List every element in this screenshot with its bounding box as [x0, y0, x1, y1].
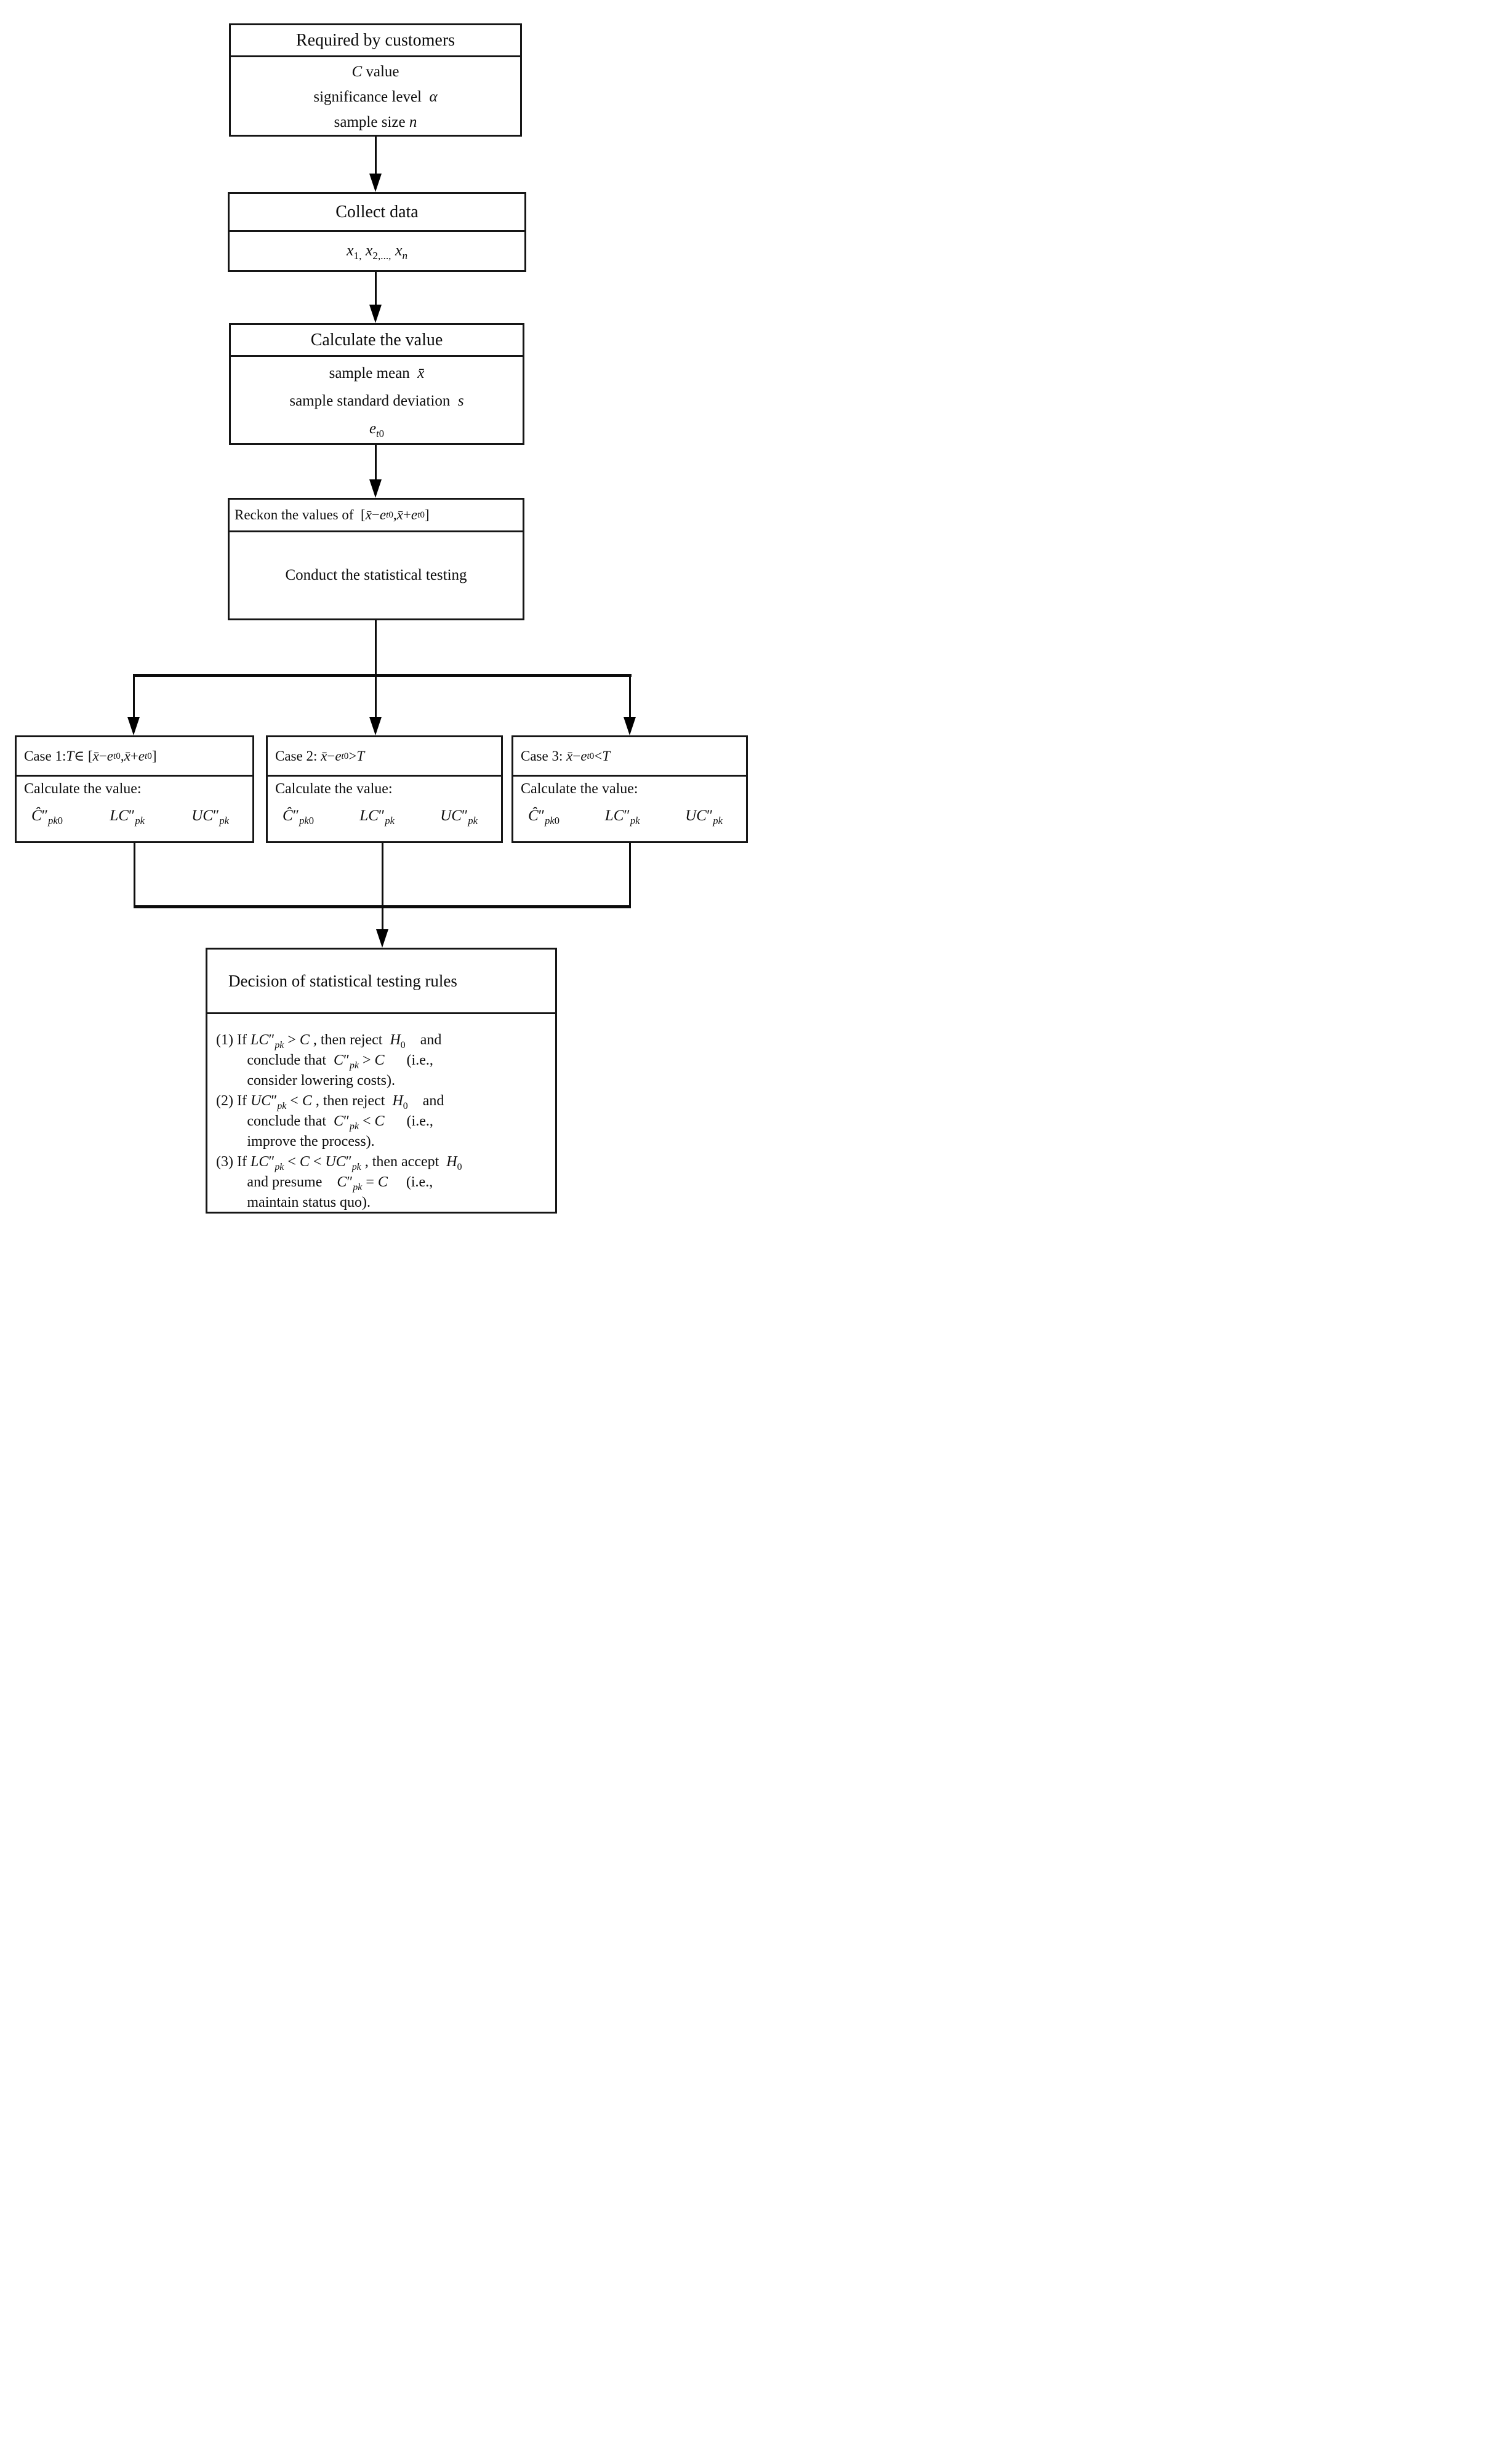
box-case-3-body: Calculate the value: Ĉ″pk0 LC″pk UC″pk	[513, 777, 746, 826]
flow-arrow-line	[375, 445, 377, 480]
case-calc-label: Calculate the value:	[275, 781, 393, 797]
decision-rule-3: (3) If LC″pk < C < UC″pk , then accept H…	[216, 1154, 462, 1210]
box-case-2-body: Calculate the value: Ĉ″pk0 LC″pk UC″pk	[268, 777, 501, 826]
case-formula-row: Ĉ″pk0 LC″pk UC″pk	[17, 807, 252, 826]
box-calculate-line: sample standard deviation s	[289, 393, 464, 409]
case-calc-label: Calculate the value:	[521, 781, 638, 797]
split-connector-line	[133, 674, 632, 677]
split-connector-line	[629, 677, 631, 718]
arrow-down-icon	[127, 717, 140, 735]
box-required-title: Required by customers	[231, 25, 520, 57]
arrow-down-icon	[624, 717, 636, 735]
split-connector-line	[375, 677, 377, 718]
box-collect: Collect data x1, x2,..., xn	[228, 192, 526, 272]
merge-connector-line	[629, 843, 631, 907]
box-calculate-line: sample mean x̄	[329, 365, 425, 382]
arrow-down-icon	[369, 479, 382, 498]
merge-connector-line	[134, 843, 135, 907]
formula-lcpk: LC″pk	[604, 807, 640, 826]
box-decision-title: Decision of statistical testing rules	[207, 950, 555, 1014]
box-collect-body: x1, x2,..., xn	[230, 232, 524, 268]
box-required-line: C value	[351, 63, 399, 80]
box-required: Required by customers C value significan…	[229, 23, 522, 137]
box-required-body: C value significance level α sample size…	[231, 57, 520, 135]
box-required-line: significance level α	[313, 89, 438, 105]
formula-cpk0-hat: Ĉ″pk0	[31, 807, 63, 826]
box-calculate-title: Calculate the value	[231, 325, 523, 357]
arrow-down-icon	[369, 305, 382, 323]
flow-arrow-line	[375, 137, 377, 174]
box-calculate-line: et0	[369, 420, 384, 439]
box-collect-title: Collect data	[230, 194, 524, 232]
formula-ucpk: UC″pk	[440, 807, 478, 826]
split-connector-line	[375, 620, 377, 675]
box-decision: Decision of statistical testing rules (1…	[206, 948, 557, 1214]
merge-connector-line	[382, 843, 383, 930]
formula-ucpk: UC″pk	[191, 807, 229, 826]
box-collect-line: x1, x2,..., xn	[346, 241, 408, 262]
box-required-line: sample size n	[334, 114, 417, 130]
formula-cpk0-hat: Ĉ″pk0	[283, 807, 314, 826]
arrow-down-icon	[376, 929, 388, 948]
formula-lcpk: LC″pk	[110, 807, 145, 826]
flowchart-canvas: Required by customers C value significan…	[0, 0, 754, 1232]
arrow-down-icon	[369, 717, 382, 735]
formula-lcpk: LC″pk	[359, 807, 395, 826]
arrow-down-icon	[369, 174, 382, 192]
case-formula-row: Ĉ″pk0 LC″pk UC″pk	[513, 807, 746, 826]
box-calculate: Calculate the value sample mean x̄ sampl…	[229, 323, 524, 445]
case-calc-label: Calculate the value:	[24, 781, 142, 797]
split-connector-line	[133, 677, 135, 718]
box-calculate-body: sample mean x̄ sample standard deviation…	[231, 357, 523, 442]
formula-ucpk: UC″pk	[685, 807, 723, 826]
formula-cpk0-hat: Ĉ″pk0	[528, 807, 559, 826]
box-reckon-line: Conduct the statistical testing	[285, 567, 467, 583]
box-reckon-body: Conduct the statistical testing	[230, 532, 523, 618]
flow-arrow-line	[375, 272, 377, 305]
case-formula-row: Ĉ″pk0 LC″pk UC″pk	[268, 807, 501, 826]
box-case-1-body: Calculate the value: Ĉ″pk0 LC″pk UC″pk	[17, 777, 252, 826]
